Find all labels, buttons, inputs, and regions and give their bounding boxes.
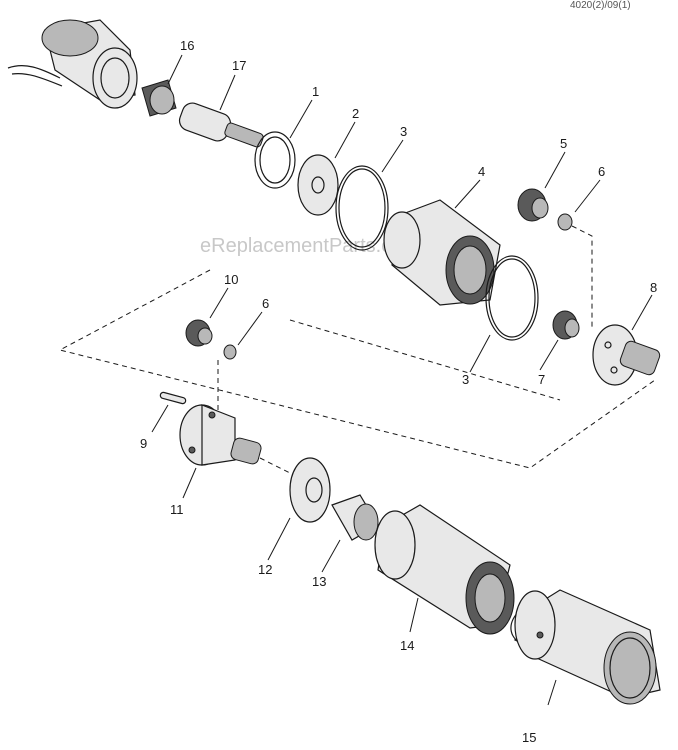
callout-9: 9 [140,436,147,451]
part-15-clutch-sleeve [514,589,661,705]
callout-16: 16 [180,38,194,53]
callout-8: 8 [650,280,657,295]
part-16-pinion [141,79,177,117]
watermark: eReplacementParts.com [200,235,419,257]
motor-cable [7,65,63,87]
callout-13: 13 [312,574,326,589]
callout-2: 2 [352,106,359,121]
corner-code: 4020(2)/09(1) [570,0,631,11]
callout-12: 12 [258,562,272,577]
part-1-retaining-ring [254,131,296,189]
callout-11: 11 [170,502,184,517]
part-17-shaft [178,102,264,148]
part-11-output-carrier [179,404,262,466]
part-9-pin [159,391,187,405]
callout-5: 5 [560,136,567,151]
part-5-planet-gear [517,188,549,222]
callout-15: 15 [522,730,536,745]
part-8-planet-carrier [592,324,661,386]
part-4-ring-gear [383,199,501,306]
callout-6-upper: 6 [598,164,605,179]
part-2-washer [297,154,339,216]
part-10-planet-gear [185,319,213,347]
callout-7: 7 [538,372,545,387]
callout-3-upper: 3 [400,124,407,139]
callout-14: 14 [400,638,414,653]
callout-1: 1 [312,84,319,99]
callout-17: 17 [232,58,246,73]
callout-10: 10 [224,272,238,287]
part-13-needle-bearing [331,494,379,541]
part-6-bearing-lower [223,344,237,360]
part-3-o-ring-upper [335,165,389,251]
part-7-planet-gear [552,310,580,340]
callout-4: 4 [478,164,485,179]
part-12-thrust-washer [289,457,331,523]
callout-3-lower: 3 [462,372,469,387]
callout-6-lower: 6 [262,296,269,311]
part-14-clutch-housing [374,504,515,635]
motor-housing-gear [41,19,138,109]
part-3-o-ring-lower [485,255,539,341]
part-6-bearing-upper [557,213,573,231]
